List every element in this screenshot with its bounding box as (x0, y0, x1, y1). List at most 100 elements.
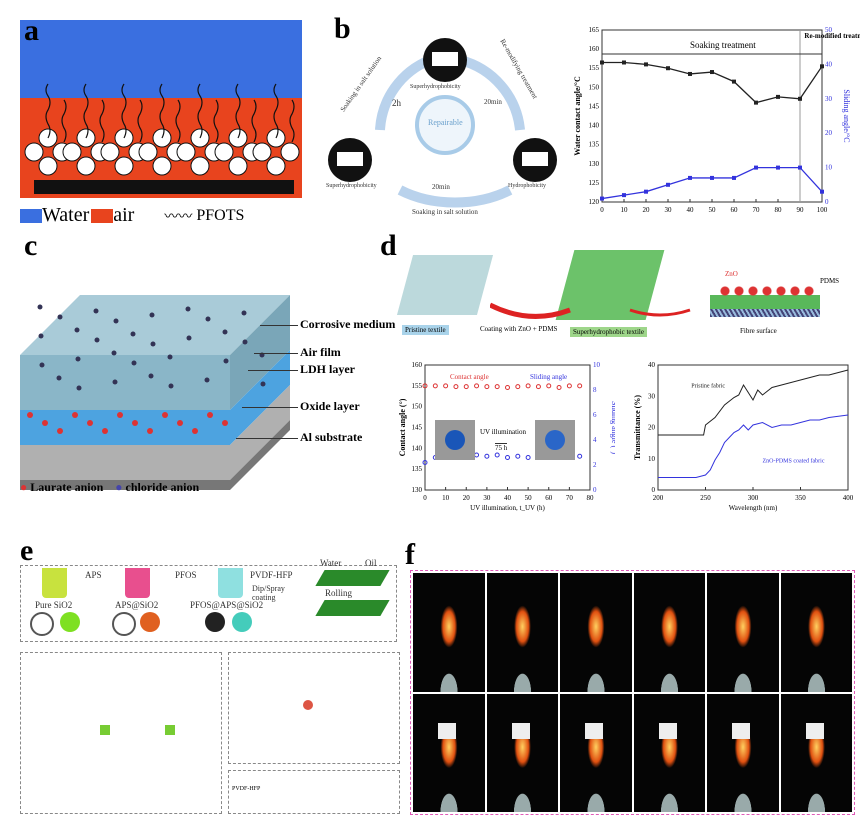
burning-photo (707, 573, 779, 692)
y2-tick-label: 4 (593, 436, 597, 444)
data-point (443, 383, 449, 389)
legend-air: air (113, 204, 135, 226)
x-tick-label: 10 (442, 494, 450, 502)
data-point (732, 175, 736, 180)
panel-label-b: b (334, 12, 351, 45)
panel-d: d Pristine textile Coating with ZnO + PD… (380, 229, 860, 355)
x-tick-label: 0 (600, 206, 604, 214)
x-tick-label: 300 (748, 494, 759, 502)
laurate-anion (117, 412, 123, 418)
burning-test-photos (410, 570, 855, 815)
beaker-pure-sio2 (42, 568, 67, 598)
x-tick-label: 50 (525, 494, 533, 502)
chloride-anion (185, 306, 191, 312)
laurate-anion (192, 428, 198, 434)
chloride-anion (56, 375, 62, 381)
data-point (525, 383, 531, 389)
data-point (776, 94, 780, 99)
laurate-anion (162, 412, 168, 418)
y2-tick-label: 10 (593, 361, 601, 369)
x-tick-label: 100 (817, 206, 828, 214)
silane-lobe (214, 142, 234, 162)
data-point (566, 383, 572, 389)
y2-tick-label: 2 (593, 461, 597, 469)
step-aps: APS (85, 570, 102, 580)
y2-tick-label: 0 (825, 198, 829, 206)
y2-tick-label: 10 (825, 164, 833, 172)
data-point (754, 100, 758, 105)
right-state: Hydrophobicity (508, 183, 546, 189)
laurate-anion (27, 412, 33, 418)
y2-tick-label: 50 (825, 26, 833, 34)
pfots-chain (159, 83, 165, 139)
step-superhydrophobic: Superhydrophobic textile (570, 327, 647, 337)
pfots-chain (197, 83, 203, 139)
product-pure-sio2: Pure SiO2 (35, 600, 73, 610)
panel-a-legend: Water air 〰〰 PFOTS (20, 204, 244, 227)
laurate-anion (177, 420, 183, 426)
legend-pfots: PFOTS (196, 206, 245, 224)
step-pristine: Pristine textile (402, 325, 449, 335)
coated-surface-2 (315, 600, 390, 616)
pfots-chain (289, 99, 295, 143)
y-tick-label: 40 (648, 361, 656, 369)
x-tick-label: 200 (653, 494, 664, 502)
pfots-chain (121, 83, 127, 139)
laurate-dot-icon: ● (20, 480, 28, 494)
y-tick-label: 130 (589, 160, 600, 168)
data-point (577, 453, 583, 459)
y-axis-label: Transmittance (%) (633, 395, 642, 460)
x-tick-label: 20 (463, 494, 471, 502)
step-dip-spray: Dip/Spray coating (252, 584, 285, 602)
panel-a-illustration (20, 20, 302, 198)
chloride-anion (260, 381, 266, 387)
chloride-anion (223, 358, 229, 364)
burning-photo (633, 693, 705, 812)
chloride-anion (150, 341, 156, 347)
panel-b-cycle: b Repairable Superhydrophobicity Superhy… (320, 12, 570, 220)
burning-photo (413, 693, 485, 812)
panel-c-legend: ● Laurate anion ● chloride anion (20, 480, 199, 495)
data-point (600, 196, 604, 201)
y2-axis-label: Sliding angle (°) (610, 401, 615, 454)
y-tick-label: 10 (648, 455, 656, 463)
layer-label: Oxide layer (300, 399, 360, 413)
data-point (515, 384, 521, 390)
data-point (474, 452, 480, 458)
chloride-anion (186, 335, 192, 341)
y-tick-label: 135 (589, 141, 600, 149)
laurate-anion (132, 420, 138, 426)
cycle-diagram (328, 38, 557, 208)
layer-label: LDH layer (300, 362, 355, 376)
label-oil: Oil (365, 558, 377, 568)
chloride-anion (37, 304, 43, 310)
repairable-icon (415, 95, 475, 155)
data-point (494, 384, 500, 390)
x-tick-label: 90 (797, 206, 805, 214)
x-tick-label: 250 (700, 494, 711, 502)
silane-lobe (228, 156, 248, 176)
synthesis-scheme (20, 565, 397, 642)
layer-label: Al substrate (300, 430, 363, 444)
pfots-chain (251, 99, 257, 143)
annotation-soaking: Soaking treatment (690, 40, 756, 50)
silane-lobe (38, 156, 58, 176)
silane-lobe (266, 156, 286, 176)
data-point (688, 175, 692, 180)
pfots-chain (235, 83, 241, 139)
burning-photo (633, 573, 705, 692)
chloride-anion (57, 314, 63, 320)
inset-after-photo (535, 420, 575, 460)
laurate-anion (42, 420, 48, 426)
panel-a: a Water air 〰〰 PFOTS (20, 14, 302, 230)
data-point (422, 383, 428, 389)
chloride-anion (149, 312, 155, 318)
panel-label-c: c (24, 229, 38, 262)
legend-entry: Contact angle (450, 373, 489, 381)
x-tick-label: 400 (843, 494, 854, 502)
series-line-sliding-angle (601, 166, 823, 200)
data-point (484, 453, 490, 459)
pfots-chain (137, 99, 143, 143)
x-tick-label: 50 (709, 206, 717, 214)
